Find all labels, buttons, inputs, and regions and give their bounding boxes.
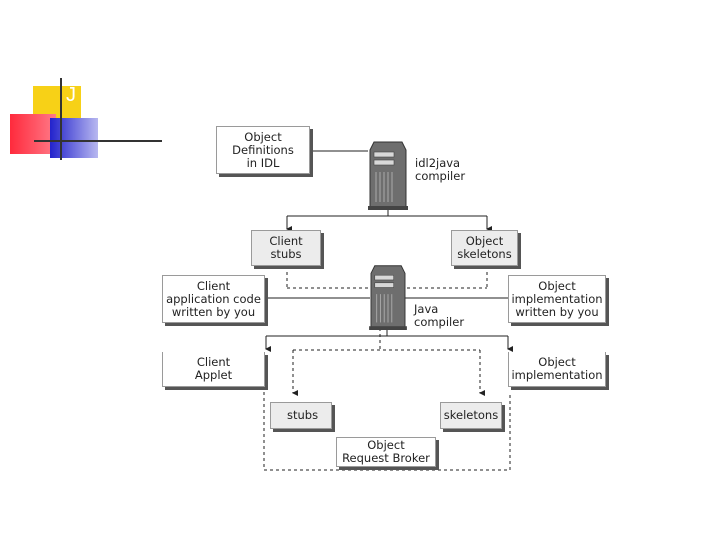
node-client-stubs: Client stubs (251, 230, 321, 266)
node-object-definitions: Object Definitions in IDL (216, 126, 310, 174)
node-client-applet: Client Applet (162, 352, 265, 387)
server-tower-icon (368, 141, 408, 210)
decor-red-square (10, 114, 56, 154)
node-object-implementation: Object implementation (508, 352, 606, 387)
node-client-application-code: Client application code written by you (162, 275, 265, 323)
node-object-implementation-written: Object implementation written by you (508, 275, 606, 323)
node-object-skeletons: Object skeletons (451, 230, 518, 266)
decor-blue-square (50, 118, 98, 158)
node-stubs: stubs (270, 402, 332, 429)
label-java-compiler: Java compiler (414, 302, 465, 329)
node-object-request-broker: Object Request Broker (336, 437, 436, 467)
label-idl2java-compiler: idl2java compiler (415, 156, 466, 183)
server-tower-icon (369, 265, 407, 330)
slide-title-letter: J (66, 84, 76, 106)
node-skeletons: skeletons (440, 402, 502, 429)
orb-dashed-enclosure (263, 392, 511, 471)
decor-horizontal-line (34, 140, 162, 142)
decor-vertical-line (60, 78, 62, 160)
